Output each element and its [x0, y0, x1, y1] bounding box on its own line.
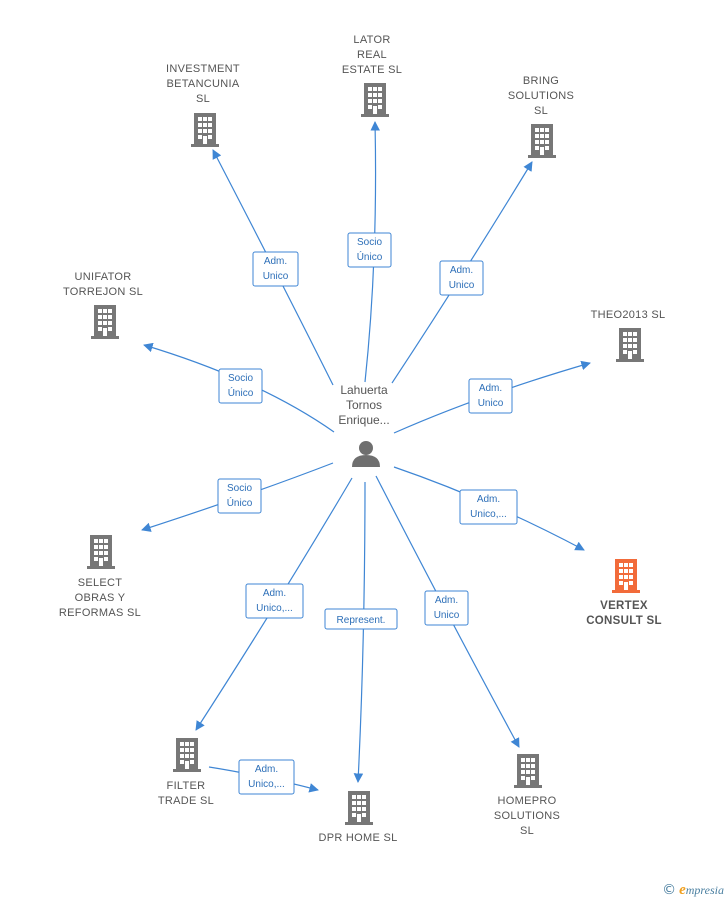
edge-label-text: Unico,... — [470, 509, 507, 520]
copyright-icon: © — [662, 882, 677, 898]
company-name-line: VERTEX — [600, 600, 648, 612]
building-icon — [87, 535, 115, 569]
building-icon — [616, 328, 644, 362]
person-name-line: Enrique... — [338, 413, 389, 427]
company-name-line: SL — [520, 825, 534, 837]
company-name-line: TRADE SL — [158, 795, 214, 807]
company-name-line: BETANCUNIA — [166, 78, 239, 90]
company-node-homepro-solutions[interactable]: HOMEPRO SOLUTIONS SL — [494, 754, 560, 837]
company-node-investment-betancunia[interactable]: INVESTMENT BETANCUNIA SL — [166, 63, 240, 147]
edge-label-text: Unico — [449, 280, 475, 291]
building-icon — [612, 559, 640, 593]
company-name-line: REAL — [357, 49, 387, 61]
company-name-line: INVESTMENT — [166, 63, 240, 75]
person-name-line: Lahuerta — [340, 383, 388, 397]
company-node-bring-solutions[interactable]: BRING SOLUTIONS SL — [508, 75, 574, 158]
edge-label-box — [439, 260, 484, 296]
edge-label-box — [238, 759, 295, 795]
company-name-line: THEO2013 SL — [591, 309, 666, 321]
edge-label-box — [218, 368, 263, 404]
edge-label-text: Adm. — [263, 588, 286, 599]
edge-label-filter-to-dpr[interactable]: Adm. Unico,... — [238, 759, 295, 795]
edge-label-box — [324, 608, 398, 630]
building-icon — [191, 113, 219, 147]
company-name-line: DPR HOME SL — [318, 832, 397, 844]
company-node-vertex-consult[interactable]: VERTEX CONSULT SL — [586, 559, 662, 627]
company-name-line: SOLUTIONS — [494, 810, 560, 822]
company-node-theo2013[interactable]: THEO2013 SL — [591, 309, 666, 362]
person-node[interactable]: LahuertaTornosEnrique... — [338, 383, 390, 467]
edge-label-text: Único — [357, 250, 383, 263]
company-name-line: SL — [534, 105, 548, 117]
edge-label-to-homepro[interactable]: Adm. Unico — [424, 590, 469, 626]
company-name-line: UNIFATOR — [75, 271, 132, 283]
edge-label-text: Unico,... — [256, 603, 293, 614]
edge-label-to-filter[interactable]: Adm. Unico,... — [245, 583, 304, 619]
edge-label-box — [424, 590, 469, 626]
edge-label-box — [217, 478, 262, 514]
edge-label-to-vertex[interactable]: Adm. Unico,... — [459, 489, 518, 525]
building-icon — [528, 124, 556, 158]
company-name-line: SELECT — [78, 577, 123, 589]
edge-label-box — [468, 378, 513, 414]
company-name-line: BRING — [523, 75, 559, 87]
building-icon — [91, 305, 119, 339]
building-icon — [361, 83, 389, 117]
edge-label-text: Único — [228, 386, 254, 399]
edge-label-to-theo[interactable]: Adm. Unico — [468, 378, 513, 414]
company-node-unifator-torrejon[interactable]: UNIFATOR TORREJON SL — [63, 271, 143, 339]
edge-label-text: Socio — [227, 483, 252, 494]
edge-label-text: Unico — [478, 398, 504, 409]
edge-label-box — [459, 489, 518, 525]
edge-label-text: Represent. — [337, 615, 386, 626]
edge-label-text: Adm. — [255, 764, 278, 775]
company-name-line: ESTATE SL — [342, 64, 402, 76]
edge-label-box — [245, 583, 304, 619]
person-name-line: Tornos — [346, 398, 382, 412]
edge-label-text: Unico — [263, 271, 289, 282]
company-name-line: REFORMAS SL — [59, 607, 141, 619]
building-icon — [514, 754, 542, 788]
edge-label-text: Único — [227, 496, 253, 509]
brand-name: mpresia — [685, 883, 724, 897]
building-icon — [173, 738, 201, 772]
company-name-line: HOMEPRO — [498, 795, 557, 807]
company-name-line: SL — [196, 93, 210, 105]
edge-label-text: Adm. — [264, 256, 287, 267]
edge-label-box — [347, 232, 392, 268]
company-name-line: SOLUTIONS — [508, 90, 574, 102]
person-icon — [352, 441, 380, 467]
company-node-dpr-home[interactable]: DPR HOME SL — [318, 791, 397, 844]
company-name-line: FILTER — [167, 780, 206, 792]
edge-label-text: Socio — [228, 373, 253, 384]
edge-label-text: Socio — [357, 237, 382, 248]
edge-to-dpr — [353, 481, 366, 783]
edge-label-text: Unico — [434, 610, 460, 621]
edge-label-text: Unico,... — [248, 779, 285, 790]
edge-label-to-dpr[interactable]: Represent. — [324, 608, 398, 630]
company-name-line: LATOR — [353, 34, 390, 46]
company-name-line: OBRAS Y — [75, 592, 126, 604]
company-node-filter-trade[interactable]: FILTER TRADE SL — [158, 738, 214, 807]
company-name-line: CONSULT SL — [586, 615, 662, 627]
edge-label-box — [252, 251, 299, 287]
brand-logo: © empresia — [662, 882, 724, 899]
company-node-select-obras[interactable]: SELECT OBRAS Y REFORMAS SL — [59, 535, 141, 619]
company-node-lator-real-estate[interactable]: LATOR REAL ESTATE SL — [342, 34, 402, 117]
edge-label-text: Adm. — [450, 265, 473, 276]
building-icon — [345, 791, 373, 825]
edge-label-text: Adm. — [479, 383, 502, 394]
edge-label-text: Adm. — [435, 595, 458, 606]
company-name-line: TORREJON SL — [63, 286, 143, 298]
edge-label-to-investment[interactable]: Adm. Unico — [252, 251, 299, 287]
edge-label-to-bring[interactable]: Adm. Unico — [439, 260, 484, 296]
brand-initial: e — [679, 882, 686, 898]
edge-label-text: Adm. — [477, 494, 500, 505]
